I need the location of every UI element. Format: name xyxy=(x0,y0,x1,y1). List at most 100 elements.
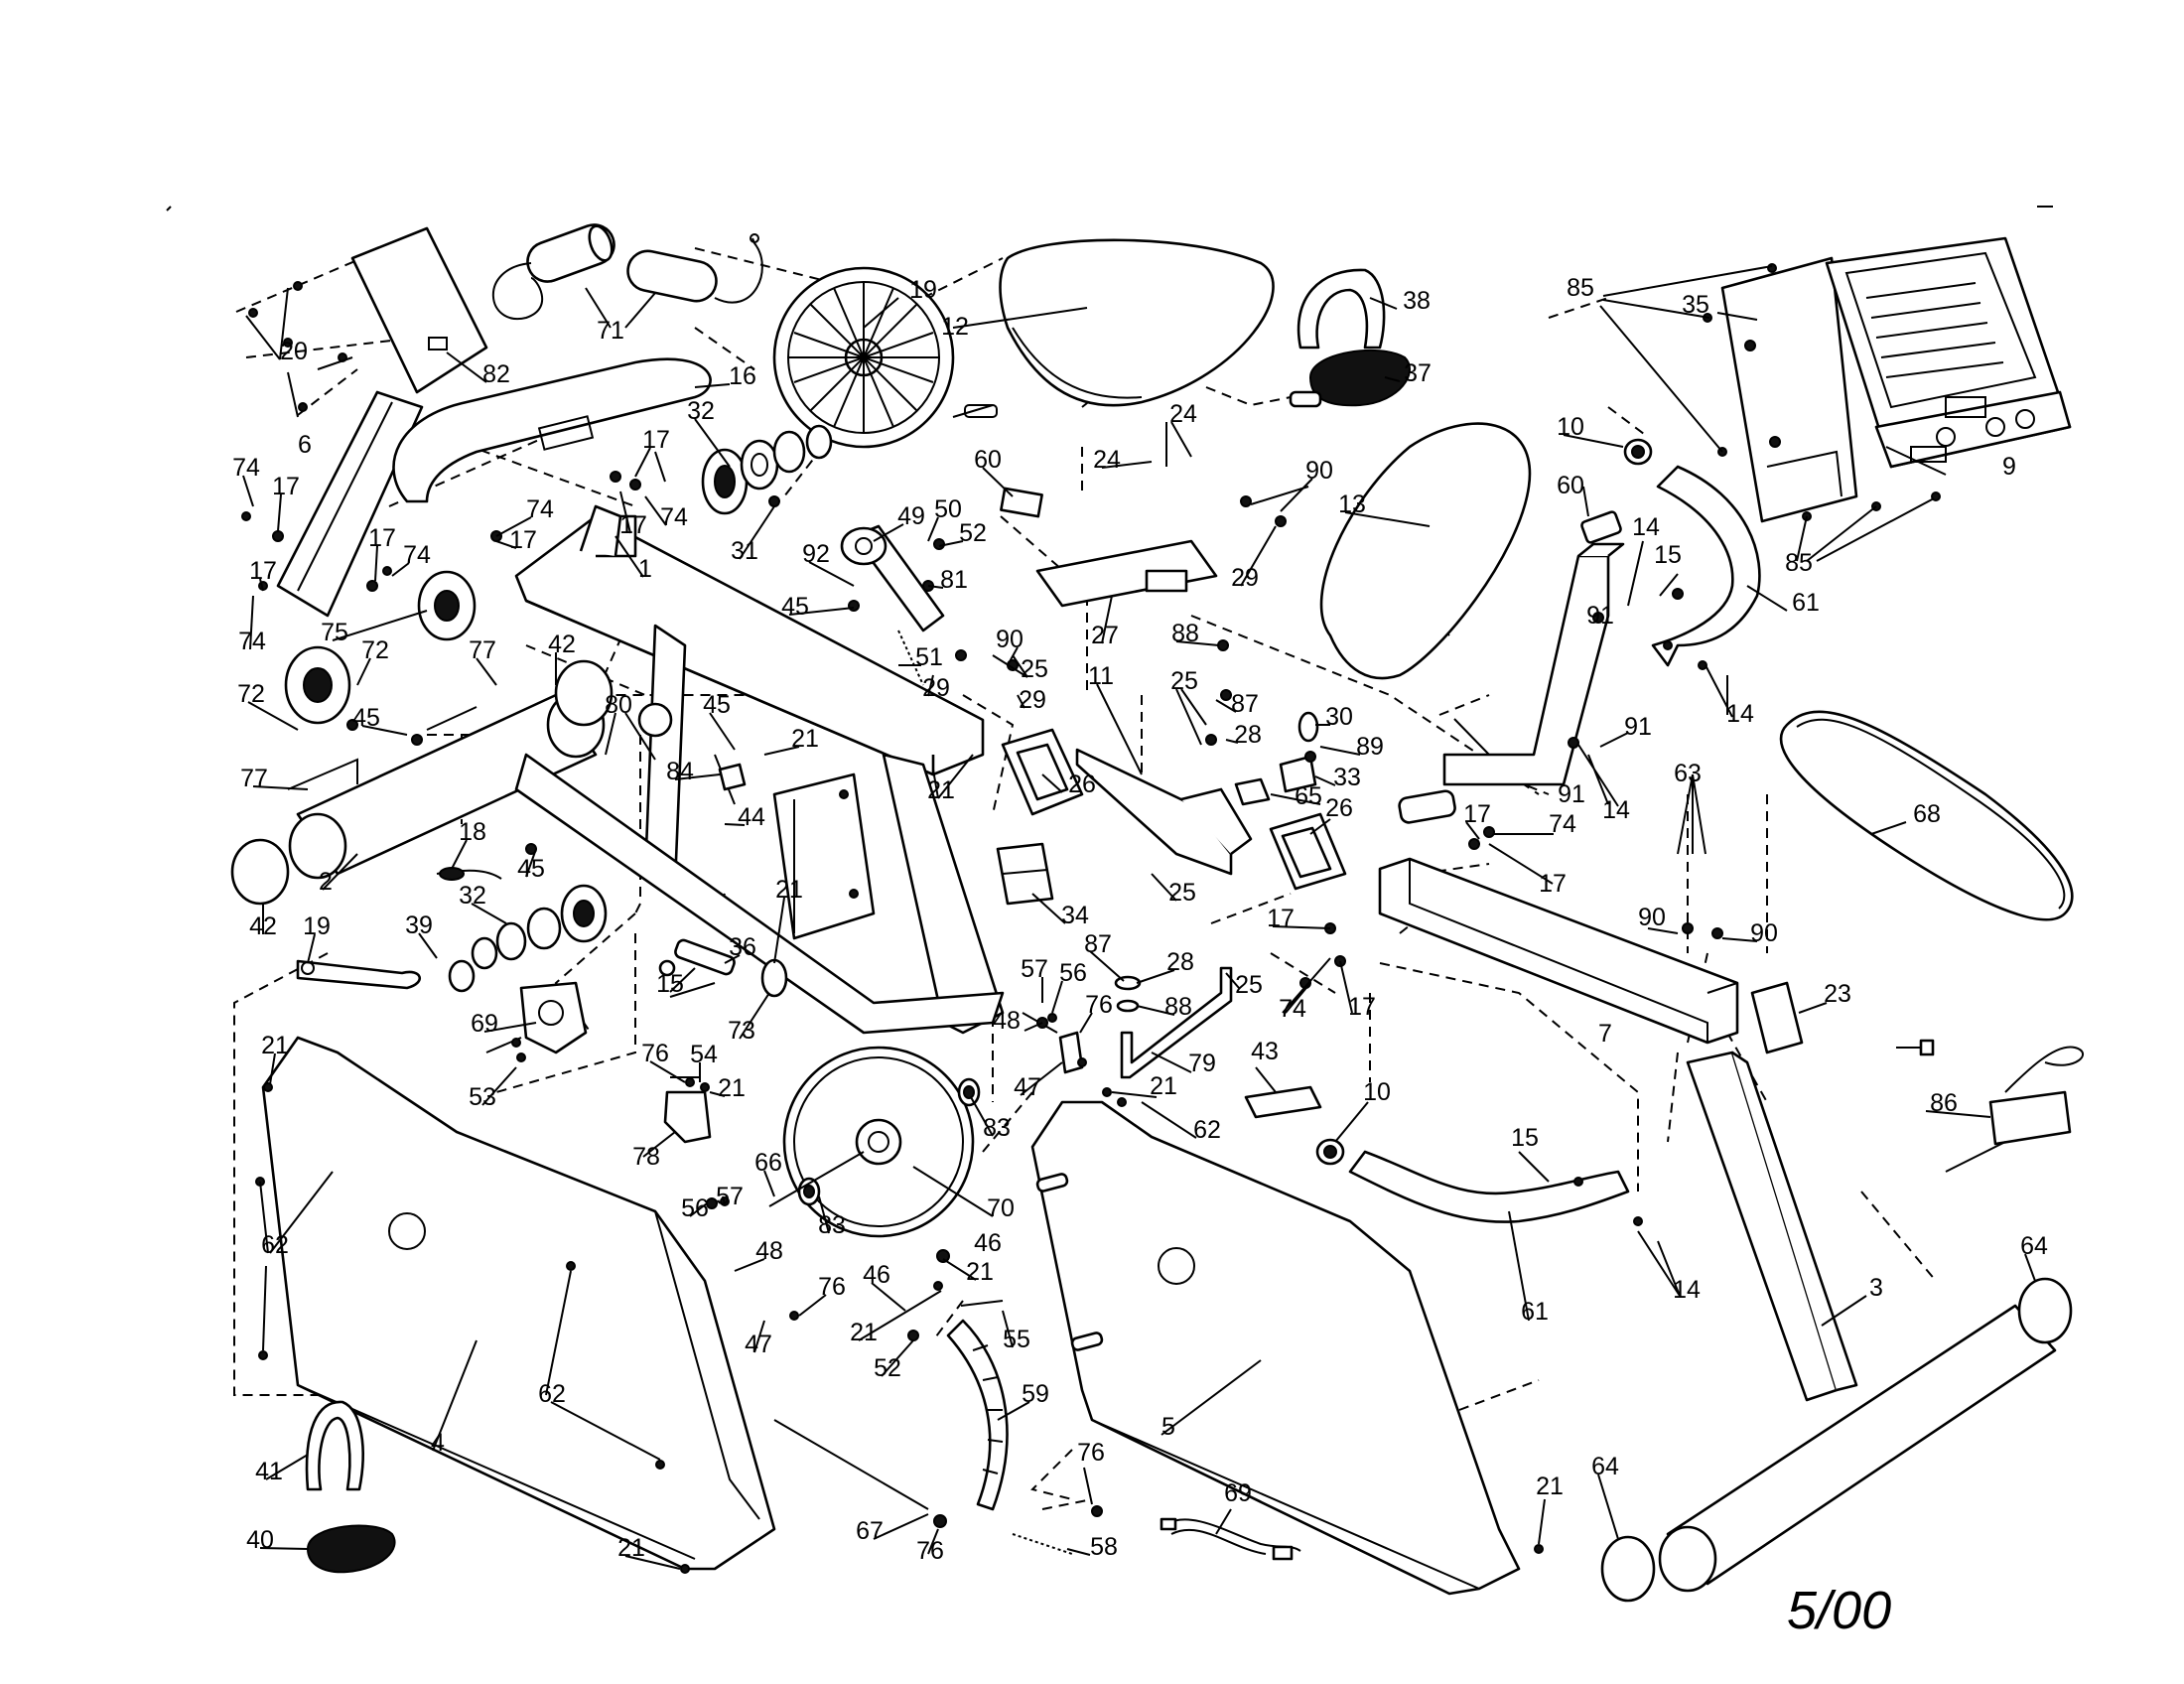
part-label: 10 xyxy=(1557,413,1584,441)
part-label: 76 xyxy=(641,1040,669,1067)
part-73-pulley xyxy=(760,958,788,998)
part-label: 32 xyxy=(459,882,486,910)
part-label: 13 xyxy=(1338,491,1366,518)
part-82-plate xyxy=(350,226,488,394)
part-42-endcaps xyxy=(230,659,614,906)
part-84-clip xyxy=(718,763,747,791)
part-label: 62 xyxy=(261,1231,289,1259)
part-label: 25 xyxy=(1235,971,1263,999)
part-label: 90 xyxy=(1750,919,1778,947)
part-39-washer xyxy=(448,959,476,993)
part-60-cap xyxy=(1580,510,1622,544)
part-label: 43 xyxy=(1251,1038,1279,1065)
part-label: 26 xyxy=(1325,794,1353,822)
part-label: 88 xyxy=(1164,993,1192,1021)
part-label: 49 xyxy=(897,502,925,530)
part-label: 91 xyxy=(1624,713,1652,741)
part-19-crank xyxy=(296,959,421,990)
part-19-fan-wheel xyxy=(772,266,998,449)
part-label: 17 xyxy=(1267,905,1295,932)
part-label: 81 xyxy=(940,566,968,594)
part-label: 39 xyxy=(405,912,433,939)
part-23-endcap xyxy=(1750,981,1804,1054)
part-65-block xyxy=(1234,777,1271,806)
part-label: 53 xyxy=(469,1083,496,1111)
part-label: 55 xyxy=(1003,1326,1030,1353)
part-label: 23 xyxy=(1824,980,1851,1008)
part-label: 5 xyxy=(1161,1413,1175,1441)
part-4-left-shield xyxy=(261,1036,776,1571)
part-label: 21 xyxy=(850,1319,878,1346)
part-label: 15 xyxy=(656,970,684,998)
part-label: 21 xyxy=(261,1032,289,1059)
part-label: 74 xyxy=(1279,995,1306,1023)
part-label: 85 xyxy=(1785,549,1813,577)
part-32-bearings-upper xyxy=(701,424,833,515)
part-71-handgrips xyxy=(491,223,763,321)
part-label: 74 xyxy=(232,454,260,482)
part-label: 56 xyxy=(681,1194,709,1222)
part-label: 15 xyxy=(1511,1124,1539,1152)
part-label: 17 xyxy=(249,557,277,585)
part-12-seat xyxy=(999,238,1275,407)
part-label: 63 xyxy=(1674,760,1702,787)
part-label: 76 xyxy=(1077,1439,1105,1467)
part-11-slide xyxy=(1075,748,1253,876)
part-40-pedal xyxy=(306,1524,396,1574)
part-label: 73 xyxy=(728,1017,755,1045)
part-label: 21 xyxy=(1536,1473,1564,1500)
part-label: 28 xyxy=(1234,721,1262,749)
part-label: 76 xyxy=(1085,991,1113,1019)
part-label: 9 xyxy=(2002,453,2016,481)
part-label: 72 xyxy=(237,680,265,708)
part-58-spring xyxy=(1012,1533,1073,1555)
part-label: 45 xyxy=(781,593,809,621)
part-label: 64 xyxy=(1591,1453,1619,1480)
part-label: 37 xyxy=(1404,359,1432,387)
part-label: 12 xyxy=(941,313,969,341)
part-68-belt xyxy=(1779,710,2074,921)
part-label: 66 xyxy=(754,1149,782,1177)
part-label: 14 xyxy=(1726,700,1754,728)
part-label: 90 xyxy=(1305,457,1333,485)
part-label: 29 xyxy=(1231,564,1259,592)
part-label: 42 xyxy=(249,912,277,940)
part-label: 24 xyxy=(1093,446,1121,474)
part-label: 7 xyxy=(1598,1020,1612,1048)
part-69-motor xyxy=(485,981,588,1054)
part-label: 83 xyxy=(818,1211,846,1239)
part-label: 74 xyxy=(238,628,266,655)
part-label: 61 xyxy=(1521,1298,1549,1326)
part-label: 82 xyxy=(482,360,510,388)
part-label: 17 xyxy=(368,524,396,552)
part-label: 26 xyxy=(1068,771,1096,798)
part-10-endcap-lower xyxy=(1315,1138,1345,1166)
part-label: 65 xyxy=(1295,782,1322,810)
part-59-magnet-arm xyxy=(946,1319,1009,1511)
part-label: 69 xyxy=(471,1010,498,1038)
part-label: 91 xyxy=(1586,602,1614,630)
part-label: 50 xyxy=(934,495,962,523)
part-label: 31 xyxy=(731,537,758,565)
part-label: 35 xyxy=(1682,291,1709,319)
part-75-wheels xyxy=(284,570,477,725)
part-label: 56 xyxy=(1059,959,1087,987)
part-label: 76 xyxy=(818,1273,846,1301)
part-label: 29 xyxy=(922,674,950,702)
leader-lines xyxy=(242,265,2036,1570)
part-label: 60 xyxy=(974,446,1002,474)
part-label: 17 xyxy=(642,426,670,454)
part-label: 46 xyxy=(974,1229,1002,1257)
part-label: 34 xyxy=(1061,902,1089,929)
part-label: 14 xyxy=(1673,1276,1701,1304)
part-8-seat-bracket xyxy=(1398,542,1625,824)
part-5-right-shield xyxy=(1030,1100,1521,1596)
part-label: 77 xyxy=(469,636,496,664)
part-label: 79 xyxy=(1188,1050,1216,1077)
part-9-console xyxy=(1825,236,2072,469)
part-64-endcaps xyxy=(1600,1277,2073,1603)
part-label: 62 xyxy=(538,1380,566,1408)
part-label: 77 xyxy=(240,765,268,792)
part-label: 85 xyxy=(1567,274,1594,302)
